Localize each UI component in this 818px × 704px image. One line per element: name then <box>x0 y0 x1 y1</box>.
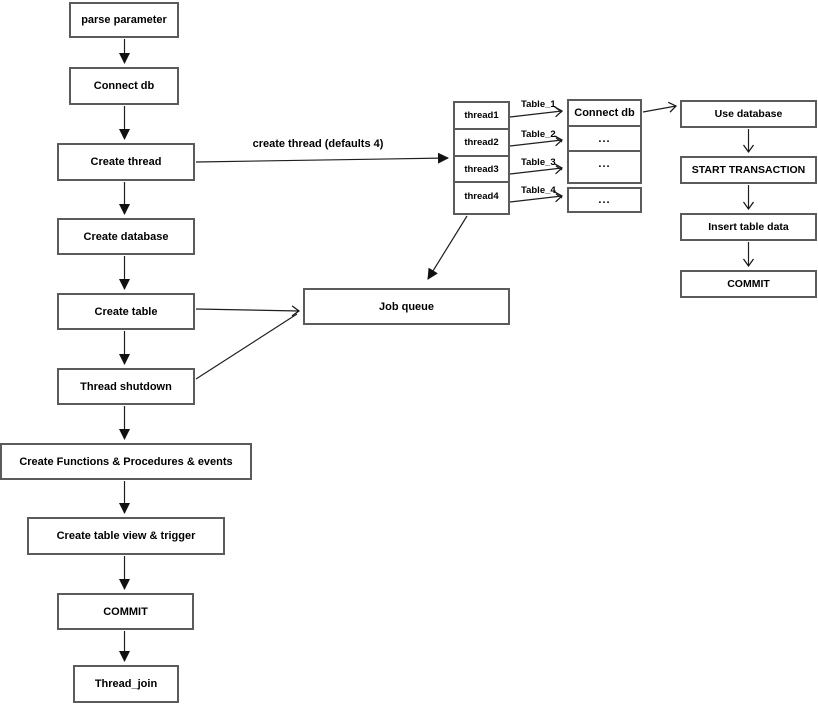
table1-label: Table_1 <box>521 99 556 110</box>
box-create-database: Create database <box>57 218 195 255</box>
table2-label: Table_2 <box>521 129 556 140</box>
thread4-cell: thread4 <box>455 181 508 209</box>
create-thread-arrow-label: create thread (defaults 4) <box>252 138 384 150</box>
table3-label: Table_3 <box>521 157 556 168</box>
thread3-cell: thread3 <box>455 155 508 181</box>
worker-connect-db-cell: Connect db <box>574 107 635 119</box>
box-commit-main: COMMIT <box>57 593 194 630</box>
arrow-createtable-to-jobqueue <box>195 305 301 317</box>
arrow-thread1-table1 <box>509 106 564 118</box>
tick-table4 <box>555 193 563 199</box>
box-start-transaction: START TRANSACTION <box>680 156 817 184</box>
box-insert-table-data: Insert table data <box>680 213 817 241</box>
worker-dots2-cell: ... <box>569 150 640 176</box>
box-create-thread: Create thread <box>57 143 195 181</box>
table4-label: Table_4 <box>521 185 556 196</box>
worker-dots3-cell: ... <box>567 187 642 213</box>
thread2-cell: thread2 <box>455 128 508 155</box>
arrow-thread2-table2 <box>509 135 564 147</box>
arrow-thread4-table4 <box>509 191 564 203</box>
box-use-database: Use database <box>680 100 817 128</box>
box-parse-parameter: parse parameter <box>69 2 179 38</box>
line-threadshutdown-to-jobqueue <box>195 313 298 380</box>
arrow-workerconnectdb-to-usedatabase <box>642 101 678 113</box>
box-create-functions: Create Functions & Procedures & events <box>0 443 252 480</box>
arrow-thread3-table3 <box>509 163 564 175</box>
box-thread-join: Thread_join <box>73 665 179 703</box>
box-commit-transaction: COMMIT <box>680 270 817 298</box>
thread-stack: thread1 thread2 thread3 thread4 <box>453 101 510 215</box>
box-create-table-view: Create table view & trigger <box>27 517 225 555</box>
tick-table1 <box>555 107 563 113</box>
box-thread-shutdown: Thread shutdown <box>57 368 195 405</box>
arrow-threadstack-to-jobqueue <box>427 215 468 280</box>
arrow-createthread-to-threadstack <box>195 152 449 164</box>
worker-dots1-cell: ... <box>569 125 640 150</box>
worker-stack: Connect db ... ... <box>567 99 642 184</box>
box-connect-db: Connect db <box>69 67 179 105</box>
box-job-queue: Job queue <box>303 288 510 325</box>
tick-table2 <box>555 137 563 143</box>
tick-table3 <box>555 165 563 171</box>
thread1-cell: thread1 <box>464 110 499 121</box>
box-create-table: Create table <box>57 293 195 330</box>
